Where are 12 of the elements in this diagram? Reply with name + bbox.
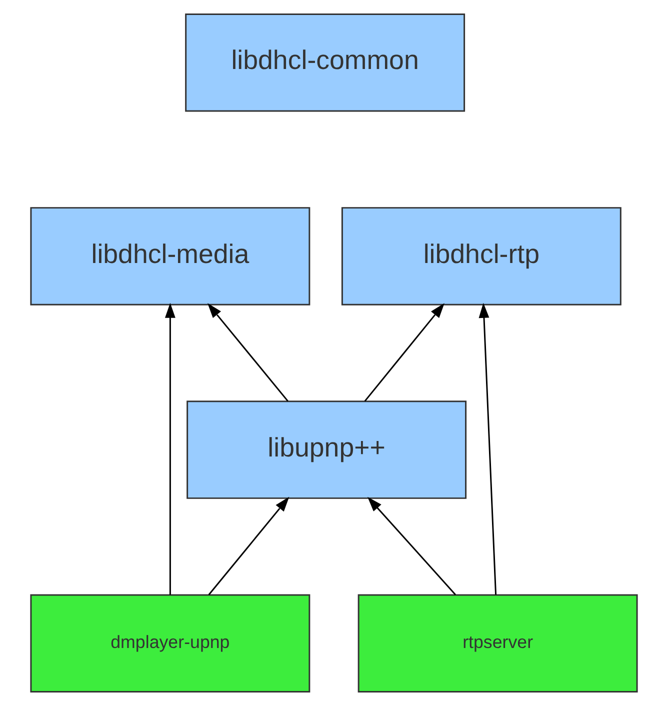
arrow [366, 496, 456, 596]
arrow [164, 302, 175, 595]
arrow [478, 302, 496, 595]
node-box: libdhcl-common [184, 13, 465, 112]
node-box: rtpserver [357, 594, 638, 693]
arrow [207, 303, 288, 402]
arrow [208, 496, 289, 596]
arrow [364, 303, 444, 402]
node-box: libupnp++ [186, 400, 466, 499]
node-box: libdhcl-rtp [340, 207, 621, 306]
node-box: dmplayer-upnp [30, 594, 310, 693]
node-box: libdhcl-media [30, 207, 310, 306]
